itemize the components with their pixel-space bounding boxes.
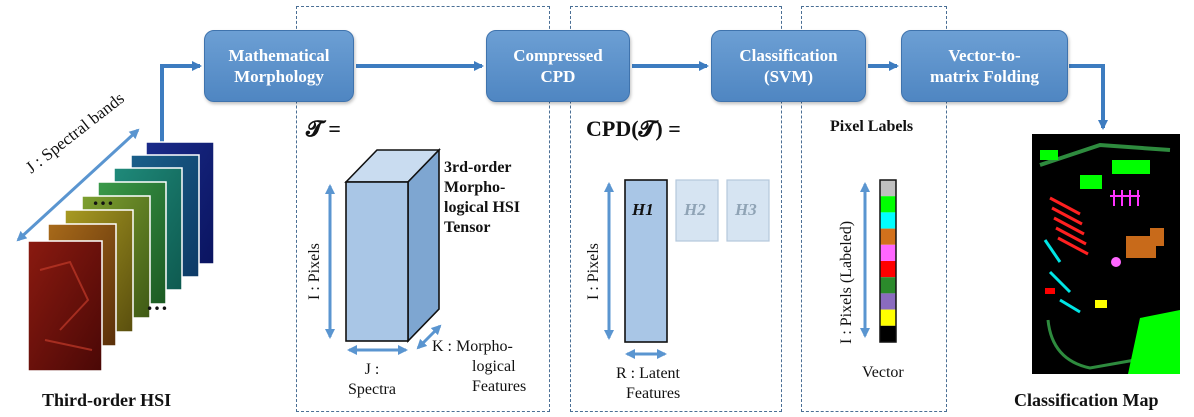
classification-map bbox=[1032, 134, 1180, 374]
third-order-hsi-caption: Third-order HSI bbox=[42, 390, 172, 410]
factor-h2-label: H2 bbox=[684, 200, 706, 219]
cpd-panel bbox=[570, 6, 782, 412]
label-color-segment bbox=[880, 277, 896, 294]
label-vector bbox=[879, 179, 897, 343]
label-color-segment bbox=[880, 196, 896, 213]
tensor-spectra-label: J : Spectra bbox=[348, 361, 396, 398]
morphology-panel bbox=[296, 6, 550, 412]
label-color-segment bbox=[880, 293, 896, 310]
folding-to-map-arrow bbox=[1069, 64, 1108, 130]
tensor-features-arrow bbox=[416, 324, 442, 350]
vector-label: Vector bbox=[862, 364, 904, 381]
label-color-segment bbox=[880, 180, 896, 197]
tensor-description: 3rd-order Morpho- logical HSI Tensor bbox=[444, 159, 521, 236]
cpd-equation: CPD(𝓣) = bbox=[586, 116, 681, 141]
labeled-pixels-label: I : Pixels (Labeled) bbox=[838, 220, 855, 344]
morphological-tensor-cuboid bbox=[344, 148, 441, 343]
label-panel bbox=[801, 6, 947, 412]
label-vector-border bbox=[879, 179, 897, 343]
factor-h3-label: H3 bbox=[735, 200, 757, 219]
label-color-segment bbox=[880, 212, 896, 229]
label-color-segment bbox=[880, 309, 896, 326]
hsi-band-stack bbox=[27, 141, 215, 372]
step-vector-to-matrix-folding: Vector-to-matrix Folding bbox=[901, 30, 1068, 102]
cpd-latent-label: R : Latent Features bbox=[616, 365, 681, 402]
factor-h1-matrix bbox=[624, 179, 668, 343]
tensor-equation: 𝓣 = bbox=[306, 116, 341, 141]
label-color-segment bbox=[880, 244, 896, 261]
label-color-segment bbox=[880, 325, 896, 342]
spectral-bands-arrow bbox=[16, 128, 140, 242]
label-color-segment bbox=[880, 261, 896, 278]
factor-h1-label: H1 bbox=[632, 200, 654, 219]
classification-map-caption: Classification Map bbox=[1014, 390, 1159, 410]
cpd-pixels-label: I : Pixels bbox=[585, 243, 602, 300]
factor-h2-matrix bbox=[675, 179, 719, 242]
ellipsis-lower: … bbox=[146, 290, 168, 315]
tensor-features-label: K : Morpho- logical Features bbox=[432, 338, 527, 395]
label-color-segment bbox=[880, 228, 896, 245]
ellipsis-upper: … bbox=[92, 185, 114, 210]
factor-h3-matrix bbox=[726, 179, 770, 242]
tensor-pixels-label: I : Pixels bbox=[306, 243, 323, 300]
step-classification-svm: Classification(SVM) bbox=[711, 30, 866, 102]
input-to-morphology-arrow bbox=[160, 61, 202, 142]
pixel-labels-title: Pixel Labels bbox=[830, 118, 914, 135]
